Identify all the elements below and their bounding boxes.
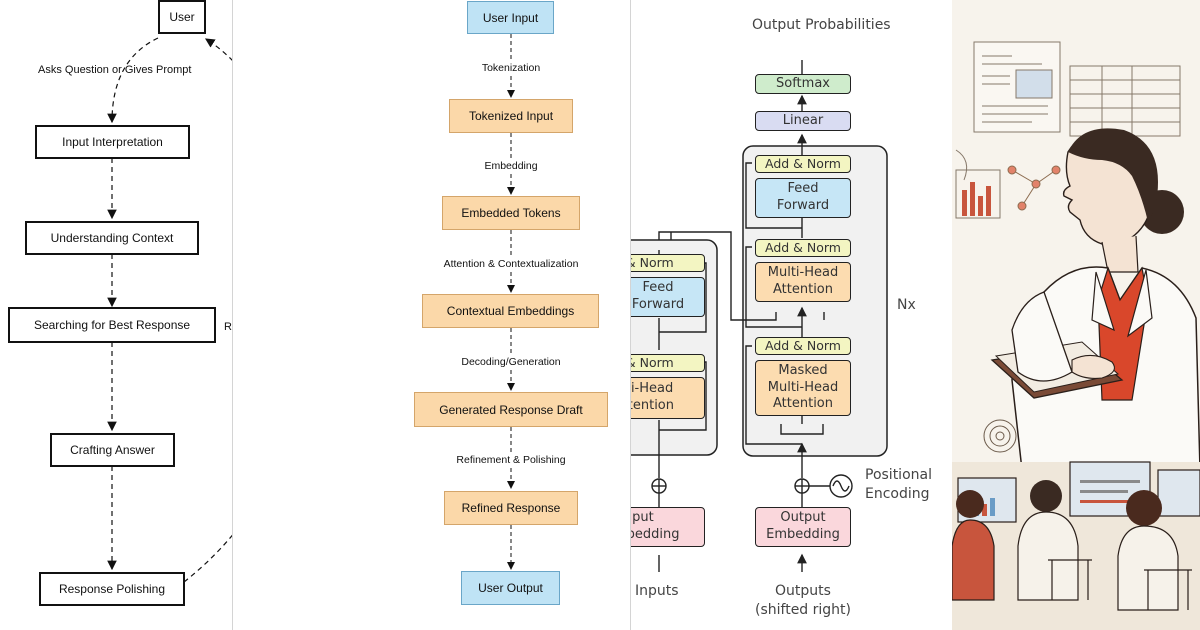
masked-multi-head-attention-box: Masked Multi-Head Attention	[755, 360, 851, 416]
decoder-add-norm-middle: Add & Norm	[755, 239, 851, 257]
response-polishing-node: Response Polishing	[39, 572, 185, 606]
input-embedding-line2: mbedding	[631, 527, 680, 542]
output-embedding-box: Output Embedding	[755, 507, 851, 547]
edge-label-return: Returns response back to user	[224, 321, 232, 333]
searching-best-response-node: Searching for Best Response	[8, 307, 216, 343]
contextual-embeddings-node: Contextual Embeddings	[422, 294, 599, 328]
linear-box: Linear	[755, 111, 851, 131]
encoder-add-norm-bottom: d & Norm	[631, 354, 705, 372]
positional-encoding-label: Positional Encoding	[865, 467, 932, 502]
softmax-box: Softmax	[755, 74, 851, 94]
edge-label-prompt: Asks Question or Gives Prompt	[38, 64, 192, 76]
chatbot-flow-connectors	[107, 37, 232, 583]
wall-table	[1069, 65, 1181, 137]
encoder-ff-line1: Feed	[642, 280, 674, 296]
audience-members	[952, 480, 1179, 611]
understanding-context-node: Understanding Context	[25, 221, 199, 255]
network-graph-sketch	[1007, 165, 1061, 211]
presenter-illustration	[952, 0, 1200, 630]
refined-response-node: Refined Response	[444, 491, 578, 525]
user-input-node: User Input	[467, 1, 554, 34]
encoder-mha-line1: ulti-Head	[630, 381, 674, 397]
pipeline-diagram: User Input Tokenization Tokenized Input …	[232, 0, 631, 630]
chatbot-flow-diagram: User Asks Question or Gives Prompt Input…	[0, 0, 232, 630]
transformer-architecture-diagram: Output Probabilities Softmax Linear Add …	[630, 0, 953, 630]
nx-label: Nx	[897, 297, 916, 313]
presenter-figure	[990, 128, 1200, 471]
edge-label-decoding: Decoding/Generation	[461, 356, 561, 368]
presenter-sketch	[952, 41, 1200, 630]
inputs-label: Inputs	[635, 583, 679, 599]
input-embedding-line1: Input	[631, 510, 654, 526]
target-doodle	[983, 419, 1017, 453]
output-probabilities-label: Output Probabilities	[752, 16, 891, 35]
encoder-block	[631, 239, 718, 456]
decoder-feed-forward-box: Feed Forward	[755, 178, 851, 218]
edge-label-attention: Attention & Contextualization	[443, 258, 579, 270]
crafting-answer-node: Crafting Answer	[50, 433, 175, 467]
encoder-add-norm-top: d & Norm	[631, 254, 705, 272]
decoder-multi-head-attention-box: Multi-Head Attention	[755, 262, 851, 302]
decoder-add-norm-bottom: Add & Norm	[755, 337, 851, 355]
encoder-ff-line2: Forward	[631, 297, 685, 312]
outputs-text: Outputs	[775, 583, 831, 599]
chairs	[1048, 559, 1192, 610]
embedded-tokens-node: Embedded Tokens	[442, 196, 580, 230]
outputs-shifted-text: (shifted right)	[755, 601, 851, 618]
bar-chart-sketch	[955, 169, 1001, 219]
edge-label-embedding: Embedding	[484, 160, 538, 172]
bar-chart-bars	[962, 182, 991, 216]
input-interpretation-node: Input Interpretation	[35, 125, 190, 159]
edge-label-refinement: Refinement & Polishing	[456, 454, 566, 466]
user-node: User	[158, 0, 206, 34]
output-probabilities-text: Output Probabilities	[752, 17, 891, 33]
tokenized-input-node: Tokenized Input	[449, 99, 573, 133]
pipeline-connectors	[507, 34, 515, 570]
user-output-node: User Output	[461, 571, 560, 605]
generated-response-draft-node: Generated Response Draft	[414, 392, 608, 427]
encoder-mha-line2: Attention	[631, 398, 674, 413]
edge-label-tokenization: Tokenization	[481, 62, 541, 74]
decoder-add-norm-top: Add & Norm	[755, 155, 851, 173]
outputs-label: Outputs (shifted right)	[749, 582, 857, 620]
input-embedding-box: Inputmbedding	[631, 507, 705, 547]
